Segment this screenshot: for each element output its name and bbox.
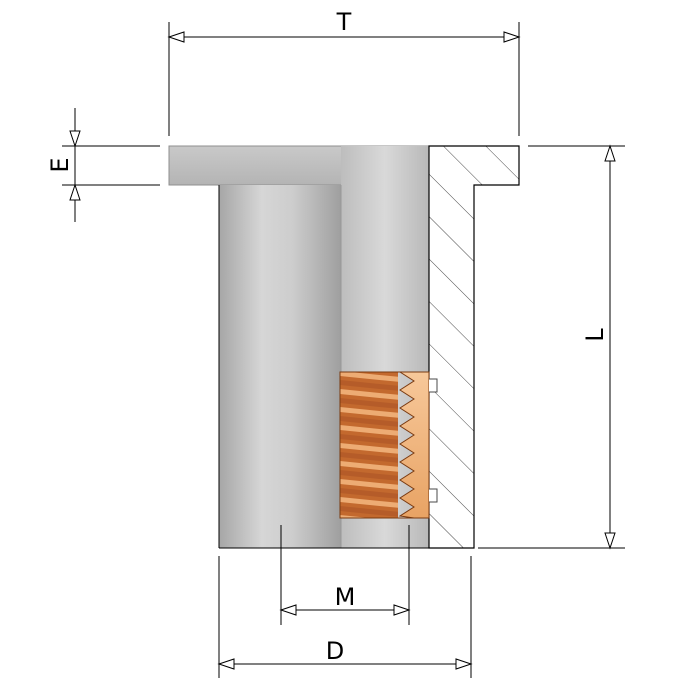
thread-teeth-profile [398,371,430,519]
thread-stripe [340,416,398,427]
thread-stripe [340,479,398,490]
dimension-d [217,556,473,678]
thread-stripe [340,515,371,518]
notch-bottom [429,488,438,503]
thread-stripe [340,452,398,463]
label-l: L [581,328,609,342]
thread-stripes [340,372,398,518]
thread-stripe [340,425,398,436]
thread-stripe [340,389,398,400]
thread-stripe [340,470,398,481]
shank [219,185,341,548]
label-e: E [46,157,74,172]
dimension-t [167,22,521,136]
thread-stripe [340,398,398,409]
dimension-e [62,108,160,222]
label-d: D [326,637,344,665]
thread-stripe [340,506,398,517]
dimension-m [279,525,411,625]
thread-stripe [340,434,398,445]
thread-stripe [340,380,398,391]
thread-stripe [340,488,398,499]
thread-stripe [340,443,398,454]
thread-stripe [340,461,398,472]
thread-stripe [340,407,398,418]
notch-top [429,378,438,393]
thread-insert [339,371,438,519]
label-m: M [335,583,356,611]
thread-stripe [340,497,398,508]
dimension-l [478,144,625,550]
label-t: T [336,8,352,36]
section-hatch [428,145,520,549]
thread-stripe [340,372,398,382]
